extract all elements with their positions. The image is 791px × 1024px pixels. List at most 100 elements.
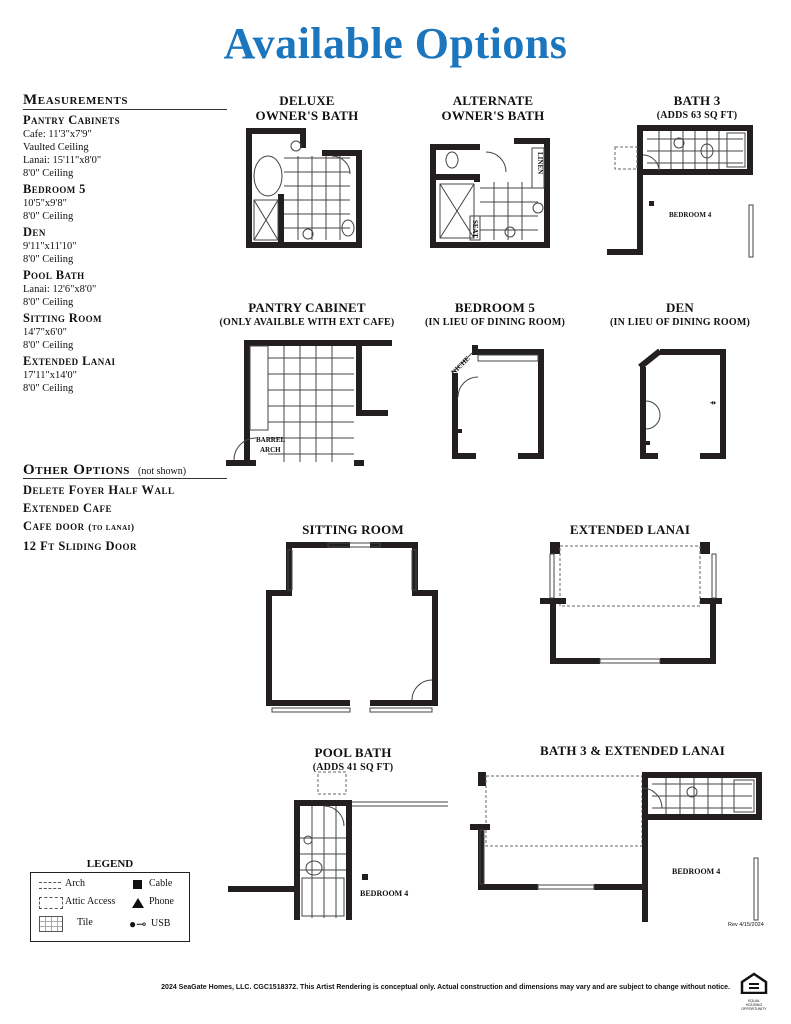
- legend-usb: USB: [151, 918, 171, 929]
- legend-title: LEGEND: [86, 858, 134, 870]
- measurement-item: Extended Lanai 17'11"x14'0" 8'0" Ceiling: [23, 354, 223, 395]
- measurement-line: Vaulted Ceiling: [23, 142, 89, 153]
- legend-arch: Arch: [65, 878, 85, 889]
- phone-icon: [132, 898, 144, 908]
- page-title: Available Options: [223, 19, 568, 68]
- other-option-note: (to lanai): [88, 523, 135, 533]
- tile-swatch: [39, 916, 63, 932]
- niche-label: NICHE: [450, 354, 472, 376]
- measurement-line: 8'0" Ceiling: [23, 168, 74, 179]
- plan-title-bath3ext: BATH 3 & EXTENDED LANAI: [540, 743, 725, 758]
- cable-icon: [133, 880, 142, 889]
- legend-cable: Cable: [149, 878, 173, 889]
- measurement-name: Pantry Cabinets: [23, 113, 120, 127]
- other-option-label: Cafe door: [23, 519, 85, 533]
- measurement-item: Den 9'11"x11'10" 8'0" Ceiling: [23, 225, 223, 266]
- sitting-room-plan: [266, 542, 438, 713]
- legend-attic: Attic Access: [65, 896, 116, 907]
- alternate-bath-plan: LINEN SEAT: [430, 138, 550, 248]
- plan-title-extlanai: EXTENDED LANAI: [569, 522, 691, 537]
- seat-label: SEAT: [471, 220, 479, 238]
- plan-title-den: DEN (IN LIEU OF DINING ROOM): [590, 300, 770, 330]
- equal-housing-house-icon: [740, 972, 768, 995]
- measurement-line: Lanai: 12'6"x8'0": [23, 284, 97, 295]
- measurement-line: 10'5"x9'8": [23, 198, 67, 209]
- poolbath-bedroom4-label: BEDROOM 4: [360, 889, 408, 898]
- plan-title-pantry: PANTRY CABINET (ONLY AVAILBLE WITH EXT CA…: [212, 300, 402, 330]
- plan-title-line: PANTRY CABINET: [248, 300, 366, 315]
- linen-label: LINEN: [536, 152, 544, 174]
- measurements-rule: [23, 109, 227, 110]
- measurement-line: Cafe: 11'3"x7'9": [23, 129, 92, 140]
- arch-swatch: [39, 882, 61, 889]
- arch-label: ARCH: [260, 446, 281, 454]
- measurement-line: 8'0" Ceiling: [23, 340, 74, 351]
- equal-housing-logo: EQUAL HOUSING OPPORTUNITY: [740, 972, 768, 1011]
- other-option-item: Extended Cafe: [23, 501, 112, 515]
- measurements-list: Pantry Cabinets Cafe: 11'3"x7'9" Vaulted…: [23, 113, 223, 395]
- measurement-name: Pool Bath: [23, 268, 85, 282]
- measurement-line: 9'11"x11'10": [23, 241, 77, 252]
- measurements-heading: Measurements: [23, 92, 129, 108]
- equal-housing-text: EQUAL HOUSING OPPORTUNITY: [741, 999, 767, 1011]
- pool-bath-plan: BEDROOM 4: [228, 771, 448, 920]
- extended-lanai-plan: [540, 542, 722, 664]
- usb-icon: ●⊸: [129, 917, 147, 931]
- bath3-ext-lanai-plan: BEDROOM 4: [470, 772, 762, 922]
- plan-subtitle: (IN LIEU OF DINING ROOM): [425, 317, 565, 328]
- other-options-header: Other Options (not shown): [23, 461, 186, 479]
- measurement-name: Den: [23, 225, 46, 239]
- legend-phone: Phone: [149, 896, 174, 907]
- other-option-item: Delete Foyer Half Wall: [23, 483, 175, 497]
- other-options-heading: Other Options: [23, 462, 131, 478]
- other-options-note: (not shown): [138, 466, 187, 477]
- measurement-name: Extended Lanai: [23, 354, 116, 368]
- measurement-item: Bedroom 5 10'5"x9'8" 8'0" Ceiling: [23, 182, 223, 223]
- measurement-item: Sitting Room 14'7"x6'0" 8'0" Ceiling: [23, 311, 223, 352]
- revision-date: Rev 4/15/2024: [728, 922, 764, 928]
- other-options-rule: [23, 478, 227, 479]
- other-option-item: Cafe door (to lanai): [23, 517, 175, 537]
- plan-title-line: DELUXE: [279, 93, 335, 108]
- other-option-item: 12 Ft Sliding Door: [23, 539, 138, 553]
- measurement-name: Bedroom 5: [23, 182, 86, 196]
- den-plan: ⇸: [638, 348, 726, 459]
- plan-title-sitting: SITTING ROOM: [302, 522, 404, 537]
- plan-title-line: BEDROOM 5: [454, 300, 536, 315]
- plan-subtitle: (IN LIEU OF DINING ROOM): [610, 317, 750, 328]
- plan-subtitle: (ONLY AVAILBLE WITH EXT CAFE): [219, 317, 395, 328]
- other-options-list: Delete Foyer Half Wall Extended Cafe Caf…: [23, 481, 175, 555]
- measurement-line: 8'0" Ceiling: [23, 383, 74, 394]
- plan-title-bedroom5: BEDROOM 5 (IN LIEU OF DINING ROOM): [405, 300, 585, 330]
- measurement-name: Sitting Room: [23, 311, 102, 325]
- usb-symbol: ⇸: [710, 399, 716, 407]
- plan-title-line: OWNER'S BATH: [255, 108, 359, 123]
- legend-box: Arch Attic Access Tile Cable Phone ●⊸ US…: [30, 872, 190, 942]
- plan-title-line: DEN: [665, 300, 695, 315]
- attic-swatch: [39, 897, 63, 909]
- plan-title-bath3: BATH 3 (ADDS 63 SQ FT): [622, 93, 772, 123]
- plan-title-line: ALTERNATE: [452, 93, 534, 108]
- footer-disclaimer: 2024 SeaGate Homes, LLC. CGC1518372. Thi…: [161, 984, 730, 991]
- barrel-label: BARREL: [256, 436, 286, 444]
- plan-title-poolbath: POOL BATH (ADDS 41 SQ FT): [278, 745, 428, 775]
- measurement-line: 14'7"x6'0": [23, 327, 67, 338]
- bath3ext-bedroom4-label: BEDROOM 4: [672, 867, 720, 876]
- legend-tile: Tile: [77, 917, 93, 928]
- measurement-item: Pool Bath Lanai: 12'6"x8'0" 8'0" Ceiling: [23, 268, 223, 309]
- plan-subtitle: (ADDS 41 SQ FT): [312, 762, 394, 773]
- plan-title-line: BATH 3: [673, 93, 721, 108]
- measurement-line: Lanai: 15'11"x8'0": [23, 155, 102, 166]
- measurement-line: 8'0" Ceiling: [23, 211, 74, 222]
- deluxe-bath-plan: [246, 128, 362, 248]
- plan-title-line: OWNER'S BATH: [441, 108, 545, 123]
- measurement-line: 8'0" Ceiling: [23, 297, 74, 308]
- measurement-item: Pantry Cabinets Cafe: 11'3"x7'9" Vaulted…: [23, 113, 223, 180]
- bedroom5-plan: NICHE: [450, 345, 544, 459]
- measurement-line: 8'0" Ceiling: [23, 254, 74, 265]
- measurement-line: 17'11"x14'0": [23, 370, 77, 381]
- bath3-plan: BEDROOM 4: [607, 125, 754, 258]
- plan-subtitle: (ADDS 63 SQ FT): [656, 110, 738, 121]
- plan-title-line: POOL BATH: [314, 745, 392, 760]
